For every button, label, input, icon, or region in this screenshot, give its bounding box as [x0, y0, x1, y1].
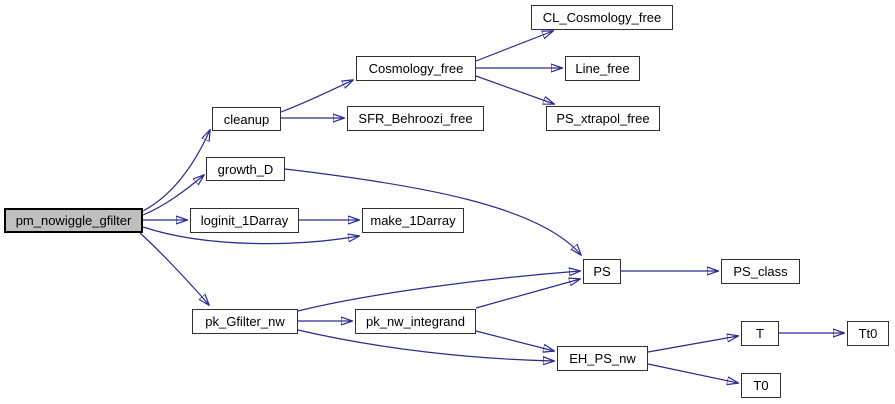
node-Line_free[interactable]: Line_free: [565, 56, 640, 81]
node-label: T: [756, 326, 764, 341]
node-label: CL_Cosmology_free: [542, 10, 662, 25]
edge-pm_nowiggle_gfilter-pk_Gfilter_nw: [139, 232, 209, 305]
node-cleanup[interactable]: cleanup: [212, 107, 281, 131]
node-PS_xtrapol_free[interactable]: PS_xtrapol_free: [546, 106, 660, 131]
node-label: T0: [753, 378, 769, 393]
node-label: PS: [593, 264, 611, 279]
node-label: cleanup: [223, 111, 270, 127]
node-Cosmology_free[interactable]: Cosmology_free: [356, 56, 476, 81]
node-label: pk_Gfilter_nw: [205, 314, 285, 329]
node-pm_nowiggle_gfilter[interactable]: pm_nowiggle_gfilter: [4, 208, 143, 233]
node-label: loginit_1Darray: [200, 213, 289, 228]
edge-pk_Gfilter_nw-EH_PS_nw: [297, 329, 554, 361]
node-loginit_1Darray[interactable]: loginit_1Darray: [190, 208, 299, 233]
node-pk_nw_integrand[interactable]: pk_nw_integrand: [355, 309, 476, 334]
edge-pm_nowiggle_gfilter-make_1Darray: [142, 226, 359, 245]
edge-Cosmology_free-PS_xtrapol_free: [475, 75, 554, 104]
node-label: Line_free: [575, 61, 630, 76]
node-label: SFR_Behroozi_free: [358, 111, 473, 126]
edge-pk_nw_integrand-EH_PS_nw: [475, 330, 554, 351]
node-label: PS_class: [733, 264, 788, 279]
node-make_1Darray[interactable]: make_1Darray: [362, 208, 464, 233]
edge-pk_Gfilter_nw-PS: [297, 271, 580, 312]
node-growth_D[interactable]: growth_D: [206, 157, 285, 181]
edge-pm_nowiggle_gfilter-cleanup: [142, 130, 210, 212]
node-CL_Cosmology_free[interactable]: CL_Cosmology_free: [531, 5, 673, 30]
node-Tt0[interactable]: Tt0: [847, 321, 889, 346]
edge-pk_nw_integrand-PS: [475, 279, 580, 309]
node-label: pk_nw_integrand: [365, 314, 466, 329]
node-label: growth_D: [217, 161, 274, 177]
node-pk_Gfilter_nw[interactable]: pk_Gfilter_nw: [192, 309, 298, 334]
node-label: PS_xtrapol_free: [556, 111, 650, 126]
node-T0[interactable]: T0: [741, 373, 781, 398]
edge-growth_D-PS: [284, 168, 581, 255]
node-label: make_1Darray: [370, 213, 456, 228]
edge-EH_PS_nw-T0: [647, 363, 738, 383]
node-SFR_Behroozi_free[interactable]: SFR_Behroozi_free: [347, 106, 484, 131]
node-label: Cosmology_free: [368, 61, 464, 76]
node-T[interactable]: T: [741, 321, 779, 346]
node-label: EH_PS_nw: [569, 351, 636, 366]
edge-pm_nowiggle_gfilter-growth_D: [142, 175, 204, 216]
node-PS[interactable]: PS: [583, 259, 621, 284]
node-label: Tt0: [858, 326, 878, 341]
node-label: pm_nowiggle_gfilter: [15, 213, 132, 228]
edge-EH_PS_nw-T: [647, 336, 738, 353]
node-PS_class[interactable]: PS_class: [721, 259, 800, 284]
node-EH_PS_nw[interactable]: EH_PS_nw: [557, 346, 648, 371]
edge-cleanup-Cosmology_free: [280, 80, 353, 113]
edge-Cosmology_free-CL_Cosmology_free: [475, 31, 553, 62]
